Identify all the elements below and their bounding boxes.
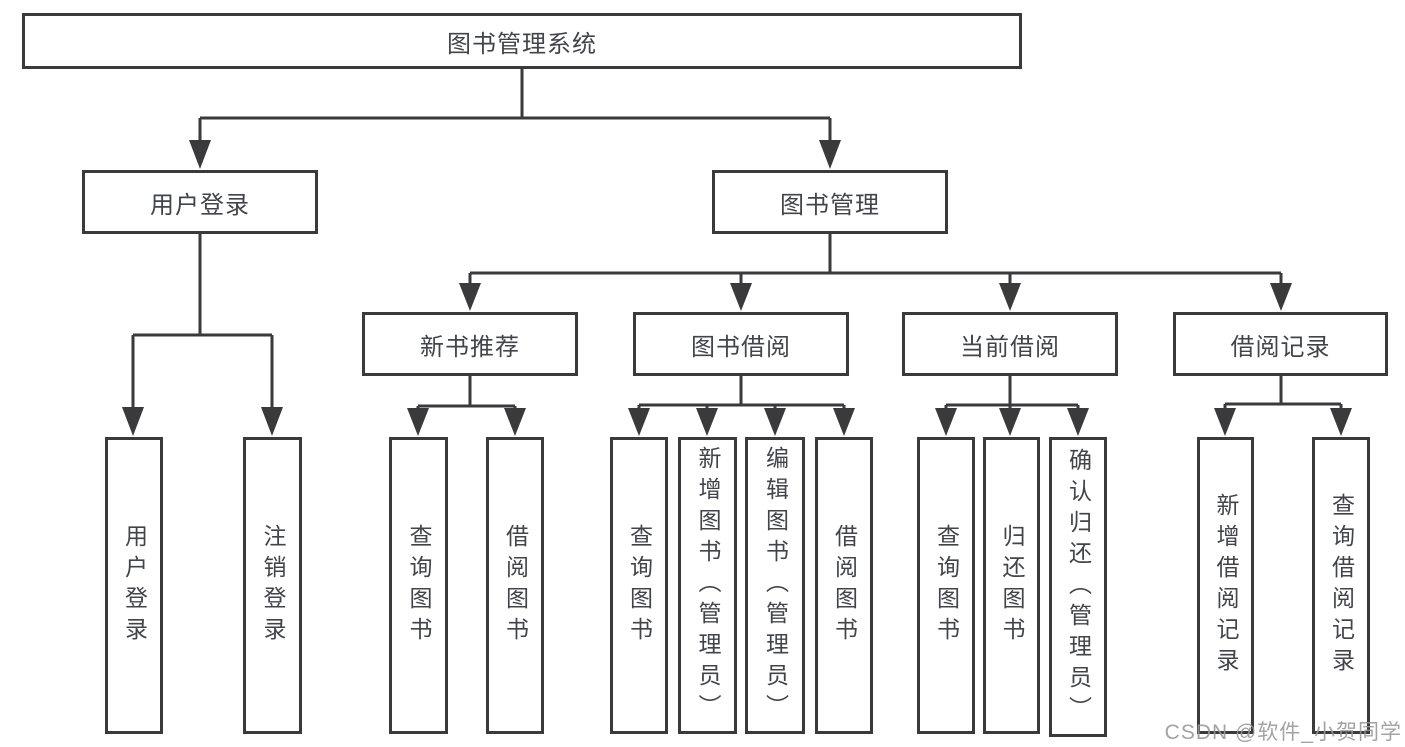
leaf-query-books-current: 查询图书 (917, 437, 975, 734)
leaf-return-books: 归还图书 (983, 437, 1040, 734)
leaf-borrow-books-recommend: 借阅图书 (486, 437, 544, 734)
leaf-logout: 注销登录 (243, 437, 302, 734)
node-book-borrowing: 图书借阅 (633, 312, 849, 376)
leaf-edit-book-admin: 编辑图书（管理员） (745, 437, 805, 734)
node-user-login: 用户登录 (82, 170, 318, 234)
node-borrowing-records: 借阅记录 (1173, 312, 1388, 376)
csdn-watermark: CSDN @软件_小贺同学 (1164, 721, 1402, 744)
leaf-add-borrow-record: 新增借阅记录 (1197, 437, 1254, 734)
node-new-book-recommend: 新书推荐 (362, 312, 578, 376)
leaf-user-login: 用户登录 (105, 437, 163, 734)
leaf-query-borrow-record: 查询借阅记录 (1312, 437, 1370, 734)
leaf-add-book-admin: 新增图书（管理员） (678, 437, 737, 734)
leaf-query-books-borrowing: 查询图书 (610, 437, 668, 734)
leaf-query-books-recommend: 查询图书 (389, 437, 448, 734)
node-book-management: 图书管理 (712, 170, 948, 234)
leaf-borrow-books: 借阅图书 (815, 437, 873, 734)
node-root-library-management-system: 图书管理系统 (22, 13, 1022, 69)
node-current-borrowing: 当前借阅 (902, 312, 1118, 376)
leaf-confirm-return-admin: 确认归还（管理员） (1049, 437, 1107, 737)
